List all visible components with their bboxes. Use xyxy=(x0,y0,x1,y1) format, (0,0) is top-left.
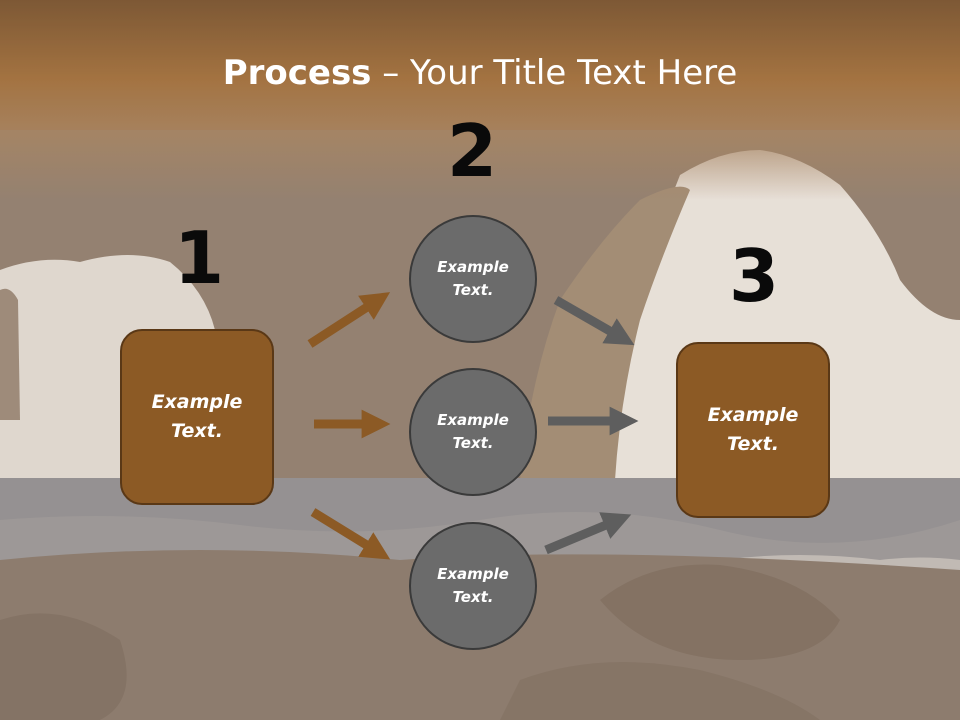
arrow-1-to-bottom xyxy=(310,508,391,560)
node-circle-middle: Example Text. xyxy=(409,368,537,496)
node-circle-bottom: Example Text. xyxy=(409,522,537,650)
step-1-box: Example Text. xyxy=(120,329,274,505)
arrow-top-to-3 xyxy=(553,296,635,346)
arrow-bottom-to-3 xyxy=(544,512,632,555)
node-bottom-label: Example Text. xyxy=(437,565,509,606)
slide-title: Process – Your Title Text Here xyxy=(0,50,960,96)
arrow-1-to-top xyxy=(307,292,391,348)
title-bold: Process xyxy=(222,53,372,93)
step-3-box: Example Text. xyxy=(676,342,830,518)
step-3-label: Example Text. xyxy=(707,404,799,455)
step-number-3: 3 xyxy=(728,234,780,318)
node-top-label: Example Text. xyxy=(437,258,509,299)
step-1-label: Example Text. xyxy=(151,391,243,442)
step-number-1: 1 xyxy=(173,216,225,300)
title-rest: – Your Title Text Here xyxy=(371,53,738,93)
step-number-2: 2 xyxy=(446,109,498,193)
node-middle-label: Example Text. xyxy=(437,411,509,452)
node-circle-top: Example Text. xyxy=(409,215,537,343)
